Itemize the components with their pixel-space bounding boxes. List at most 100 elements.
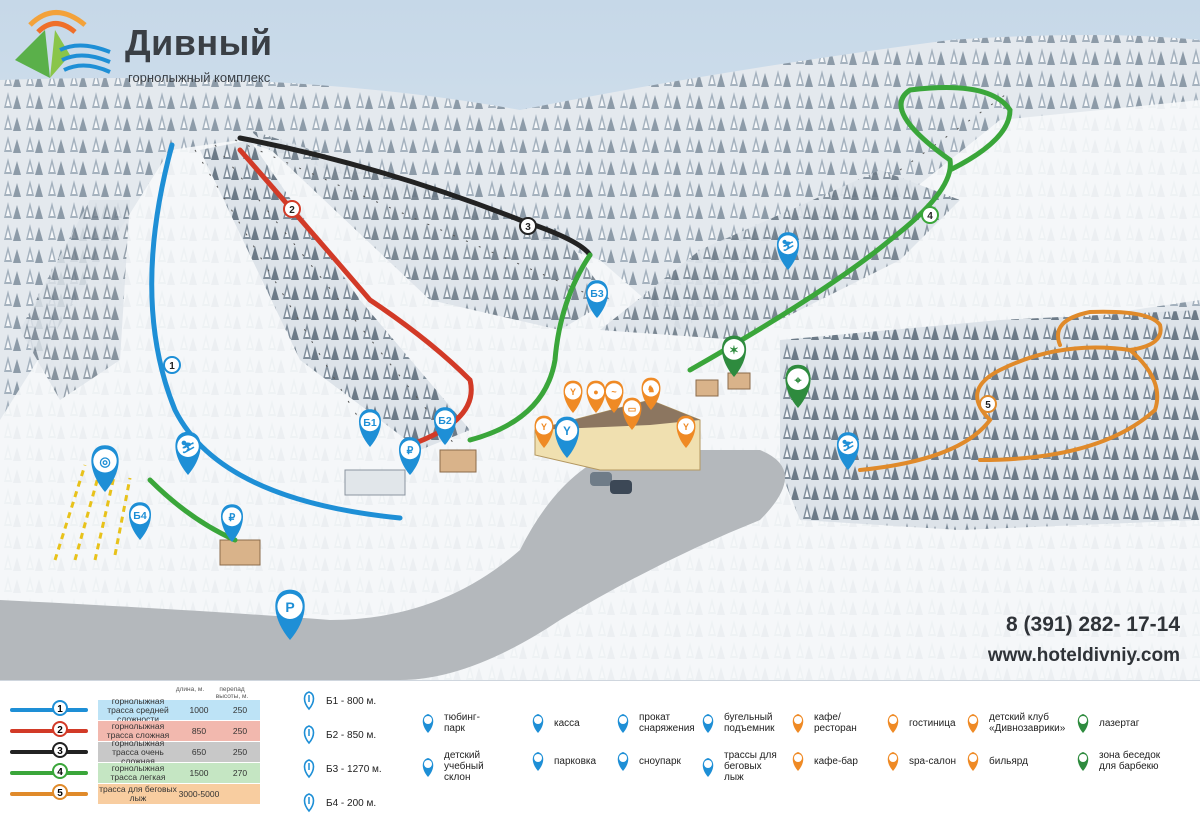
legend-item-label: кафе-бар	[814, 755, 858, 767]
cutlery-icon	[792, 714, 804, 733]
pin-glyph: ⌖	[794, 373, 802, 387]
cocktail-icon	[792, 752, 804, 771]
hotel-pin[interactable]: ▭	[622, 397, 642, 430]
pin-glyph: ▭	[628, 404, 637, 414]
track-length: 650	[191, 746, 207, 757]
legend-item-kids: детский клуб «Дивнозаврики»	[965, 712, 1065, 734]
pin-glyph: ~	[611, 387, 616, 397]
lift-length: Б4 - 200 м.	[326, 797, 377, 809]
legend-item-tubing: тюбинг-парк	[420, 712, 500, 734]
car	[590, 472, 612, 486]
lift-icon	[303, 691, 315, 711]
track-drop: 250	[232, 725, 248, 736]
lift-b4-pin[interactable]: Б4	[128, 502, 152, 540]
track-length: 1000	[189, 704, 209, 715]
track-badge-3: 3	[519, 217, 537, 235]
track-badge-2: 2	[283, 200, 301, 218]
legend-header-drop: перепад высоты, м.	[215, 686, 249, 700]
legend-item-label: прокат снаряжения	[639, 712, 695, 734]
lift-station	[439, 449, 477, 473]
cafe-pin[interactable]: Y	[563, 380, 583, 413]
cafe-pin[interactable]: Y	[534, 415, 554, 448]
lift-b1-pin[interactable]: Б1	[358, 409, 382, 447]
track-number: 3	[525, 222, 531, 233]
billiard-icon	[967, 752, 979, 771]
legend-item-spa: spa-салон	[885, 750, 965, 772]
rental-pin[interactable]: Y	[554, 416, 580, 458]
phone-number[interactable]: 8 (391) 282- 17-14	[1006, 613, 1180, 636]
cashier-hut	[219, 539, 261, 566]
lift-b3-pin[interactable]: Б3	[585, 280, 609, 318]
bar-pin[interactable]: Y	[676, 415, 696, 448]
cashier-pin[interactable]: ₽	[398, 437, 422, 475]
lift-length: Б1 - 800 м.	[326, 695, 377, 707]
track-number: 5	[985, 400, 991, 411]
pin-glyph: ♞	[647, 384, 655, 394]
track-name: горнолыжная трасса сложная	[106, 721, 170, 740]
pin-glyph: ₽	[407, 445, 414, 457]
brand-logo	[15, 10, 111, 78]
pin-glyph: Y	[563, 426, 571, 438]
track-drop: 250	[232, 704, 248, 715]
lasertag-pin[interactable]: ⌖	[785, 364, 811, 408]
spa-pin[interactable]: ~	[604, 380, 624, 413]
billiard-pin[interactable]: ●	[586, 380, 606, 413]
legend-item-bar: кафе-бар	[790, 750, 870, 772]
track-3	[237, 135, 593, 258]
track-line: 5	[10, 784, 88, 800]
kids-pin[interactable]: ♞	[641, 377, 661, 410]
website-link[interactable]: www.hoteldivniy.com	[987, 645, 1180, 666]
pin-glyph: P	[285, 599, 294, 615]
track-line: 4	[10, 763, 88, 779]
snowpark-pin[interactable]: ⛷	[776, 232, 800, 270]
track-name: горнолыжная трасса легкая	[110, 763, 166, 782]
forest-mid	[200, 140, 470, 450]
lift-b2-pin[interactable]: Б2	[433, 407, 457, 445]
parking-icon	[532, 752, 544, 771]
lift-length: Б3 - 1270 м.	[326, 763, 382, 775]
legend-item-cafe: кафе/ресторан	[790, 712, 870, 734]
legend-item-rental: прокат снаряжения	[615, 712, 695, 734]
track-drop: 270	[232, 767, 248, 778]
skis-icon	[617, 714, 629, 733]
track-number: 2	[52, 721, 68, 737]
track-drop: 250	[232, 746, 248, 757]
snowboard-icon	[617, 752, 629, 771]
legend-lift-2: Б2 - 850 м.	[302, 724, 376, 746]
lift-icon	[303, 725, 315, 745]
track-badge-4: 4	[921, 206, 939, 224]
track-line: 3	[10, 742, 88, 758]
legend-item-label: зона беседок для барбекю	[1099, 750, 1161, 772]
legend-item-parking: парковка	[530, 750, 610, 772]
skier-pin[interactable]: ⛷	[175, 431, 201, 475]
pin-glyph: Б4	[133, 510, 147, 522]
track-length: 850	[191, 725, 207, 736]
track-number: 4	[927, 211, 933, 222]
brand-name: Дивный	[125, 22, 273, 63]
xc-pin[interactable]: ⛷	[836, 432, 860, 470]
tubing-icon	[422, 714, 434, 733]
rocking-horse-icon	[967, 714, 979, 733]
tubing-pin[interactable]: ◎	[91, 445, 119, 492]
pin-glyph: Y	[570, 387, 576, 397]
parking-pin[interactable]: P	[275, 589, 305, 640]
cross-country-icon	[702, 757, 714, 777]
lift-icon	[702, 714, 714, 733]
track-number: 2	[289, 205, 295, 216]
bbq-pin[interactable]: ✶	[721, 335, 747, 377]
cashier-pin[interactable]: ₽	[220, 504, 244, 542]
bed-icon	[887, 714, 899, 733]
track-number: 5	[52, 784, 68, 800]
legend-item-label: бильярд	[989, 755, 1028, 767]
pin-glyph: Б3	[590, 288, 604, 300]
legend-header-length: длина, м.	[175, 686, 205, 693]
legend-lift-1: Б1 - 800 м.	[302, 690, 376, 712]
legend-item-label: парковка	[554, 755, 597, 767]
